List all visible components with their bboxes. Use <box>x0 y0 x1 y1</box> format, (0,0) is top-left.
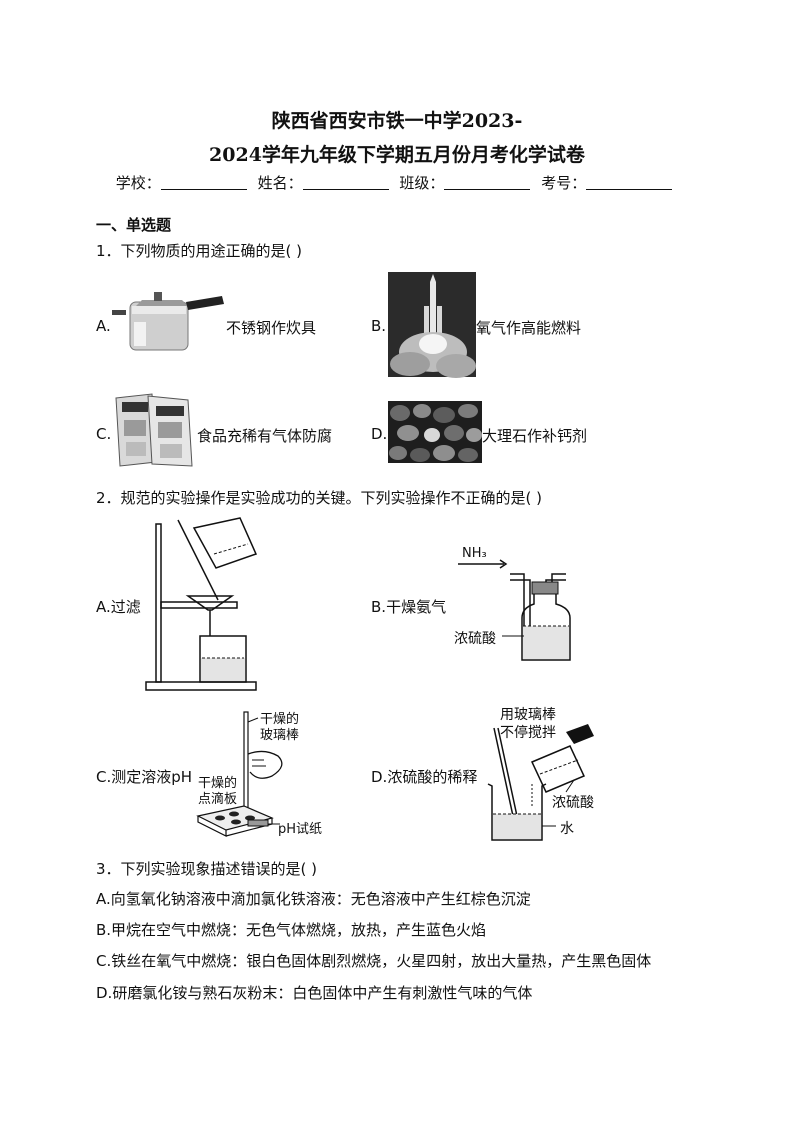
conc-sulfuric-acid-label-b: 浓硫酸 <box>454 631 496 647</box>
student-info-row: 学校： 姓名： 班级： 考号： <box>0 172 794 193</box>
ammonia-gas-label: NH₃ <box>462 546 487 561</box>
q1-option-c-letter: C. <box>96 425 112 443</box>
q2-option-b-label: B.干燥氨气 <box>371 596 446 617</box>
conc-sulfuric-acid-label-d: 浓硫酸 <box>552 795 594 811</box>
stir-label-1: 用玻璃棒 <box>500 707 556 723</box>
q2-option-c-letter: C. <box>96 768 112 786</box>
name-label: 姓名： <box>257 174 303 192</box>
exam-title-line1: 陕西省西安市铁一中学2023- <box>271 110 523 132</box>
q1-option-a-letter: A. <box>96 317 111 335</box>
q2-option-d-text: 浓硫酸的稀释 <box>387 768 478 786</box>
spot-plate-label-1: 干燥的 <box>198 776 238 791</box>
q3-option-b: B.甲烷在空气中燃烧：无色气体燃烧，放热，产生蓝色火焰 <box>96 921 487 939</box>
name-blank <box>302 175 389 190</box>
rocket-launch-icon <box>388 272 476 378</box>
q1-option-d-letter: D. <box>371 425 388 443</box>
q2-stem: 2．规范的实验操作是实验成功的关键。下列实验操作不正确的是( ) <box>96 489 543 507</box>
class-label: 班级： <box>399 174 445 192</box>
q3-stem: 3．下列实验现象描述错误的是( ) <box>96 860 318 878</box>
q2-option-a-letter: A. <box>96 598 111 616</box>
acid-dilution-apparatus-icon <box>487 724 594 841</box>
q2-option-a-text: 过滤 <box>110 598 141 616</box>
stir-label-2: 不停搅拌 <box>500 725 556 741</box>
q2-option-d-letter: D. <box>371 768 388 786</box>
spot-plate-label-2: 点滴板 <box>198 792 238 807</box>
q1-option-b-letter: B. <box>371 317 387 335</box>
q2-option-a-label: A.过滤 <box>96 596 141 617</box>
filtration-apparatus-icon <box>145 517 258 691</box>
ph-test-apparatus-icon <box>196 711 283 837</box>
section-title: 一、单选题 <box>96 216 172 234</box>
ph-paper-label: pH试纸 <box>278 822 323 837</box>
q3-option-c: C.铁丝在氧气中燃烧：银白色固体剧烈燃烧，火星四射，放出大量热，产生黑色固体 <box>96 952 652 970</box>
q3-option-d: D.研磨氯化铵与熟石灰粉末：白色固体中产生有刺激性气味的气体 <box>96 984 533 1002</box>
exam-number-blank <box>586 175 673 190</box>
water-label: 水 <box>560 821 574 837</box>
glass-rod-label-1: 干燥的 <box>260 712 300 727</box>
exam-number-label: 考号： <box>541 174 587 192</box>
pressure-cooker-icon <box>112 292 224 351</box>
q2-option-b-text: 干燥氨气 <box>386 598 447 616</box>
glass-rod-label-2: 玻璃棒 <box>260 728 300 743</box>
food-package-icon <box>115 393 193 467</box>
q1-option-d-text: 大理石作补钙剂 <box>482 427 588 445</box>
q2-option-d-label: D.浓硫酸的稀释 <box>371 766 477 787</box>
q1-option-b-text: 氧气作高能燃料 <box>476 319 582 337</box>
q3-option-a: A.向氢氧化钠溶液中滴加氯化铁溶液：无色溶液中产生红棕色沉淀 <box>96 890 531 908</box>
class-blank <box>444 175 531 190</box>
marble-stones-icon <box>388 401 482 463</box>
school-label: 学校： <box>115 174 161 192</box>
q2-option-c-label: C.测定溶液pH <box>96 766 192 787</box>
q1-option-c-text: 食品充稀有气体防腐 <box>197 427 333 445</box>
q2-option-b-letter: B. <box>371 598 387 616</box>
q1-option-a-text: 不锈钢作炊具 <box>226 319 317 337</box>
q1-stem: 1．下列物质的用途正确的是( ) <box>96 242 303 260</box>
gas-drying-bottle-icon <box>458 559 571 661</box>
q2-option-c-text: 测定溶液pH <box>111 768 193 786</box>
exam-title-line2: 2024学年九年级下学期五月份月考化学试卷 <box>209 144 585 166</box>
school-blank <box>160 175 247 190</box>
